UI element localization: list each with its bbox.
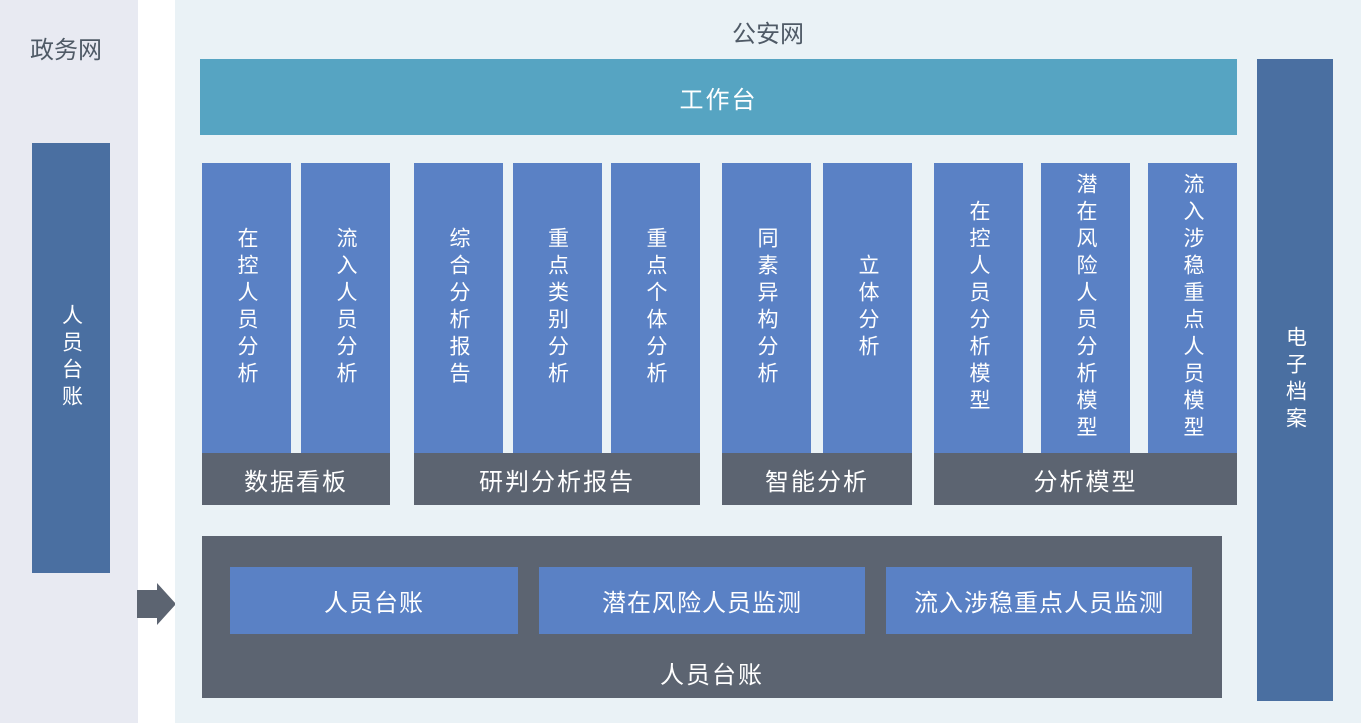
group-analysis-report-bars: 综合分析报告 重点类别分析 重点个体分析 — [414, 163, 700, 453]
group-analysis-report: 综合分析报告 重点类别分析 重点个体分析 研判分析报告 — [414, 163, 700, 505]
group-footer: 数据看板 — [202, 453, 390, 505]
module-bar: 重点个体分析 — [611, 163, 700, 453]
group-intelligent-analysis: 同素异构分析 立体分析 智能分析 — [722, 163, 912, 505]
module-bar-label: 在控人员分析 — [235, 227, 258, 389]
group-footer: 研判分析报告 — [414, 453, 700, 505]
personnel-ledger-bar: 人员台账 — [32, 143, 110, 573]
bottom-module: 流入涉稳重点人员监测 — [886, 567, 1192, 634]
module-bar-label: 重点个体分析 — [644, 227, 667, 389]
public-security-network-title: 公安网 — [732, 21, 804, 48]
bottom-module: 人员台账 — [230, 567, 518, 634]
group-intelligent-analysis-bars: 同素异构分析 立体分析 — [722, 163, 912, 453]
module-bar: 在控人员分析 — [202, 163, 291, 453]
electronic-archive-bar-label: 电子档案 — [1283, 326, 1307, 434]
bottom-module: 潜在风险人员监测 — [539, 567, 865, 634]
government-network-title: 政务网 — [30, 37, 102, 64]
module-bar: 立体分析 — [823, 163, 912, 453]
group-footer: 智能分析 — [722, 453, 912, 505]
module-bar: 重点类别分析 — [512, 163, 602, 453]
flow-arrow-icon — [137, 583, 177, 625]
group-data-dashboard: 在控人员分析 流入人员分析 数据看板 — [202, 163, 390, 505]
group-analysis-model-bars: 在控人员分析模型 潜在风险人员分析模型 流入涉稳重点人员模型 — [934, 163, 1237, 453]
group-data-dashboard-bars: 在控人员分析 流入人员分析 — [202, 163, 390, 453]
module-bar: 潜在风险人员分析模型 — [1041, 163, 1130, 453]
workbench-bar: 工作台 — [200, 59, 1237, 135]
module-bar: 在控人员分析模型 — [934, 163, 1023, 453]
personnel-ledger-section: 人员台账 潜在风险人员监测 流入涉稳重点人员监测 人员台账 — [202, 536, 1222, 698]
electronic-archive-bar: 电子档案 — [1257, 59, 1333, 701]
module-bar-label: 流入涉稳重点人员模型 — [1181, 173, 1204, 443]
module-bar-label: 综合分析报告 — [447, 227, 470, 389]
government-network-panel: 政务网 人员台账 — [0, 0, 138, 723]
module-bar-label: 流入人员分析 — [334, 227, 357, 389]
personnel-ledger-bar-label: 人员台账 — [59, 304, 83, 412]
module-bar-label: 潜在风险人员分析模型 — [1074, 173, 1097, 443]
personnel-ledger-section-label: 人员台账 — [660, 662, 764, 689]
module-bar: 流入涉稳重点人员模型 — [1148, 163, 1237, 453]
group-analysis-model: 在控人员分析模型 潜在风险人员分析模型 流入涉稳重点人员模型 分析模型 — [934, 163, 1237, 505]
module-bar: 综合分析报告 — [414, 163, 503, 453]
module-bar-label: 同素异构分析 — [755, 227, 778, 389]
module-bar: 同素异构分析 — [722, 163, 811, 453]
module-bar-label: 立体分析 — [856, 254, 879, 362]
module-bar-label: 重点类别分析 — [545, 227, 569, 389]
module-bar-label: 在控人员分析模型 — [967, 200, 990, 416]
workbench-label: 工作台 — [679, 86, 758, 114]
module-bar: 流入人员分析 — [301, 163, 390, 453]
group-footer: 分析模型 — [934, 453, 1237, 505]
public-security-network-panel: 公安网 工作台 在控人员分析 流入人员分析 数据看板 综合分析报告 重点类别分析… — [175, 0, 1361, 723]
